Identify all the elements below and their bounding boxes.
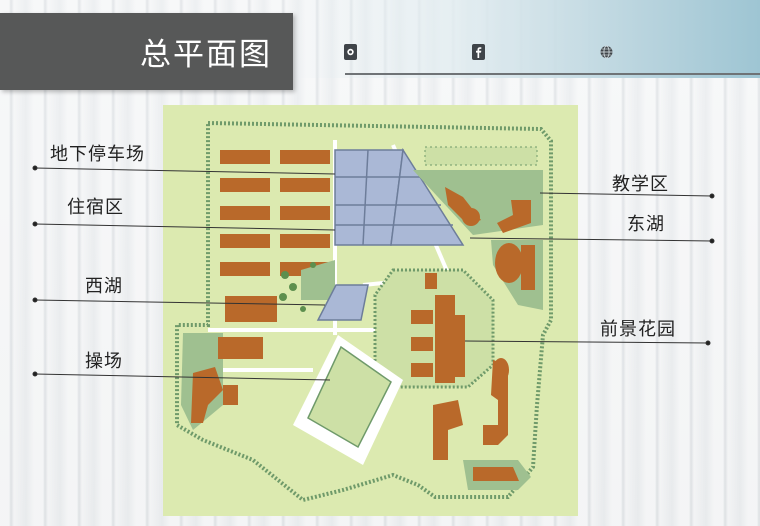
label-east-lake: 东湖 <box>627 214 665 235</box>
underground-parking <box>334 147 465 246</box>
southeast-buildings <box>433 358 531 490</box>
east-lake <box>491 240 543 310</box>
front-garden <box>373 268 495 389</box>
page-title: 总平面图 <box>140 37 272 73</box>
label-teaching-area: 教学区 <box>612 174 669 195</box>
header-gradient-band <box>290 0 760 78</box>
label-dorm-area: 住宿区 <box>67 197 124 218</box>
facebook-icon[interactable] <box>472 44 485 60</box>
label-west-lake: 西湖 <box>85 276 123 297</box>
header-rule <box>345 73 760 75</box>
title-box: 总平面图 <box>0 13 293 90</box>
label-playground: 操场 <box>85 351 123 372</box>
trees <box>279 262 316 312</box>
label-front-garden: 前景花园 <box>600 319 676 340</box>
site-boundary <box>175 120 553 503</box>
playground-area <box>181 333 403 465</box>
label-underground-parking: 地下停车场 <box>50 144 145 165</box>
site-plan <box>163 105 578 516</box>
west-lake <box>301 260 369 321</box>
circle-logo-icon[interactable] <box>344 44 357 60</box>
teaching-area <box>413 146 543 235</box>
globe-icon[interactable] <box>600 44 613 60</box>
